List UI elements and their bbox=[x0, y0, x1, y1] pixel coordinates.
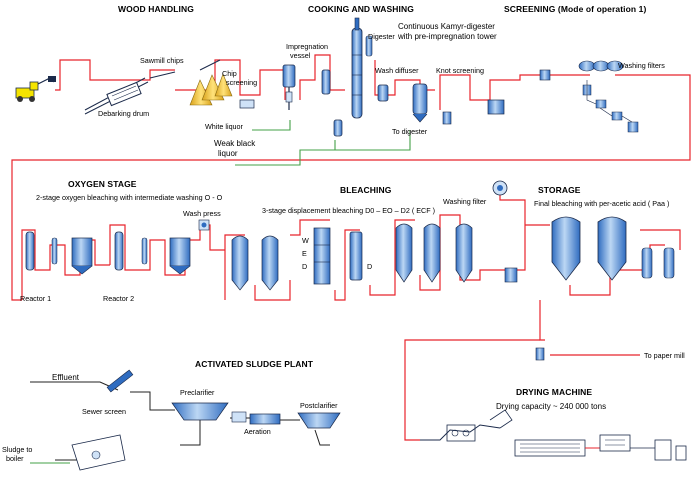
label-stage-d: D bbox=[302, 262, 308, 271]
displacement-washer bbox=[313, 227, 363, 285]
knot-screening bbox=[442, 99, 505, 125]
label-impregnation-2: vessel bbox=[290, 51, 311, 60]
label-weak-black-2: liquor bbox=[218, 149, 238, 158]
label-wash-diffuser: Wash diffuser bbox=[375, 66, 419, 75]
sewer-screen bbox=[106, 369, 134, 393]
section-activated-sludge: ACTIVATED SLUDGE PLANT bbox=[195, 359, 314, 369]
label-effluent: Effluent bbox=[52, 373, 79, 382]
wash-press bbox=[198, 219, 210, 231]
label-wash-press: Wash press bbox=[183, 209, 221, 218]
log-loader-truck bbox=[15, 76, 56, 102]
label-reactor-2: Reactor 2 bbox=[103, 294, 135, 303]
label-washing-filter: Washing filter bbox=[443, 197, 487, 206]
label-impregnation-1: Impregnation bbox=[286, 42, 328, 51]
label-knot-screening: Knot screening bbox=[436, 66, 484, 75]
label-stage-e: E bbox=[302, 249, 307, 258]
label-storage-desc: Final bleaching with per-acetic acid ( P… bbox=[534, 199, 670, 208]
section-screening: SCREENING (Mode of operation 1) bbox=[504, 4, 647, 14]
section-storage: STORAGE bbox=[538, 185, 581, 195]
label-kamyr-2: with pre-impregnation tower bbox=[398, 32, 497, 41]
label-sludge-2: boiler bbox=[6, 454, 24, 463]
section-drying-machine: DRYING MACHINE bbox=[516, 387, 593, 397]
label-digester: Digester bbox=[368, 32, 395, 41]
section-cooking-washing: COOKING AND WASHING bbox=[308, 4, 414, 14]
preclarifier bbox=[171, 402, 229, 421]
section-wood-handling: WOOD HANDLING bbox=[118, 4, 194, 14]
label-postclarifier: Postclarifier bbox=[300, 401, 338, 410]
wash-diffuser bbox=[412, 83, 428, 123]
label-to-digester: To digester bbox=[392, 127, 428, 136]
label-white-liquor: White liquor bbox=[205, 122, 243, 131]
label-aeration: Aeration bbox=[244, 427, 271, 436]
label-washing-filters: Washing filters bbox=[618, 61, 665, 70]
storage-towers bbox=[535, 216, 675, 361]
label-to-paper-mill: To paper mill bbox=[644, 351, 685, 360]
label-drying-capacity: Drying capacity ~ 240 000 tons bbox=[496, 402, 607, 411]
oxygen-reactor-1 bbox=[25, 231, 93, 275]
label-sludge-1: Sludge to bbox=[2, 445, 33, 454]
label-debarking-drum: Debarking drum bbox=[98, 109, 150, 118]
section-oxygen-stage: OXYGEN STAGE bbox=[68, 179, 137, 189]
label-oxygen-desc: 2-stage oxygen bleaching with intermedia… bbox=[36, 193, 223, 202]
washing-filter-drum bbox=[492, 180, 508, 196]
label-kamyr-1: Continuous Kamyr-digester bbox=[398, 22, 495, 31]
drying-machine bbox=[420, 409, 687, 461]
label-reactor-1: Reactor 1 bbox=[20, 294, 52, 303]
impregnation-vessel bbox=[282, 64, 343, 137]
debarking-drum bbox=[84, 71, 176, 115]
label-weak-black-1: Weak black bbox=[214, 139, 256, 148]
chip-screening-piles bbox=[189, 59, 255, 109]
bleach-tower-1 bbox=[231, 235, 249, 291]
aeration-basin bbox=[231, 411, 281, 425]
washing-filters bbox=[539, 60, 639, 133]
bleach-towers-right bbox=[395, 223, 518, 283]
label-bleach-desc: 3-stage displacement bleaching D0 – EO –… bbox=[262, 206, 435, 215]
label-stage-d2: D bbox=[367, 262, 373, 271]
label-preclarifier: Preclarifier bbox=[180, 388, 215, 397]
label-sewer-screen: Sewer screen bbox=[82, 407, 126, 416]
oxygen-reactor-2 bbox=[114, 231, 191, 275]
label-sawmill-chips: Sawmill chips bbox=[140, 56, 184, 65]
sludge-press bbox=[71, 434, 126, 471]
section-bleaching: BLEACHING bbox=[340, 185, 392, 195]
label-stage-w: W bbox=[302, 236, 309, 245]
postclarifier bbox=[297, 412, 341, 429]
liquor-line bbox=[30, 120, 411, 464]
kamyr-digester bbox=[351, 17, 389, 119]
label-chip-screening-1: Chip bbox=[222, 69, 237, 78]
main-pulp-line bbox=[11, 54, 691, 441]
label-chip-screening-2: screening bbox=[226, 78, 258, 87]
bleach-tower-2 bbox=[261, 235, 279, 291]
